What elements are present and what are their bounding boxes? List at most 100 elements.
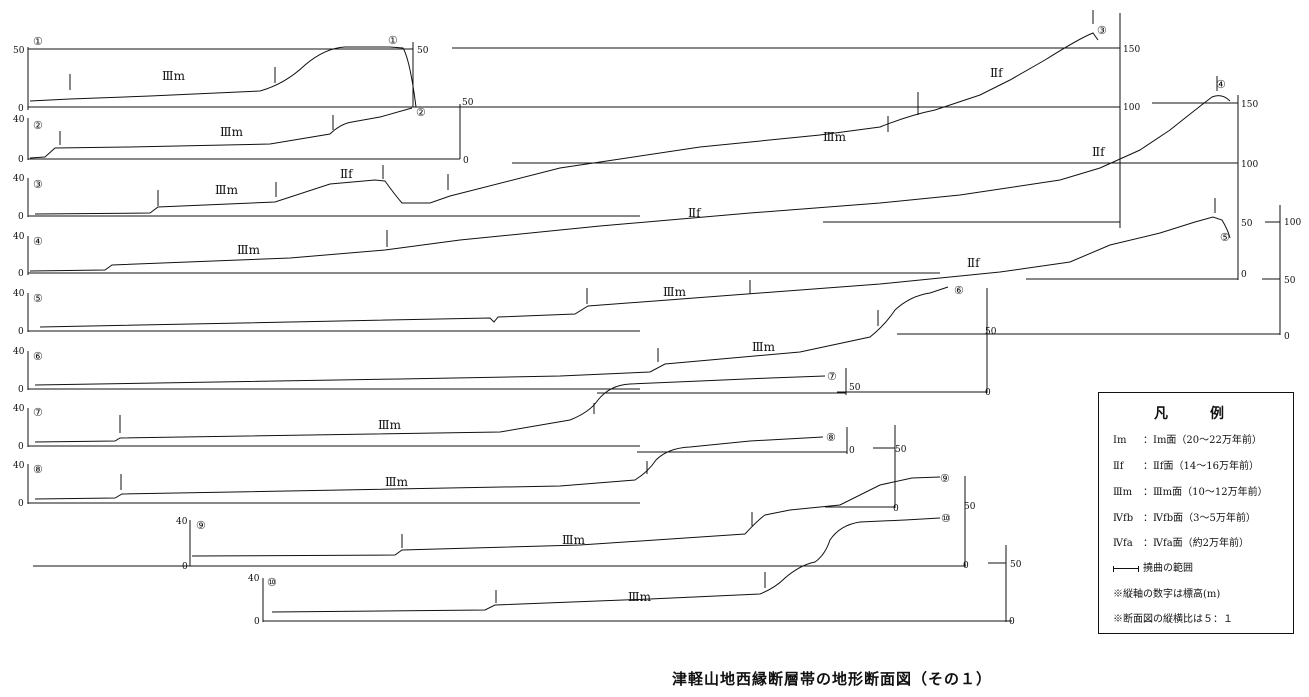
legend-note-axis: ※縦軸の数字は標高(m) <box>1113 589 1221 600</box>
legend-item-1m: Ⅰm ：Ⅰm面（20～22万年前） <box>1113 431 1262 446</box>
profile-9-marker-right: ⑨ <box>940 472 950 485</box>
profile-1-marker-left: ① <box>33 35 43 48</box>
profile-10-axis-zero: 0 <box>254 617 260 627</box>
profile-3-surface-label-2: Ⅱf <box>340 167 354 181</box>
profile-6 <box>27 286 988 393</box>
profile-3-axis-right-100: 100 <box>1123 103 1140 113</box>
profile-3-terrain <box>34 32 1099 215</box>
profile-5-marker-right: ⑤ <box>1220 231 1230 244</box>
profile-6-marker-right: ⑥ <box>954 284 964 297</box>
profile-4-axis-right-150: 150 <box>1241 100 1258 110</box>
profile-10-marker-left: ⑩ <box>267 576 277 589</box>
legend-item-3m: Ⅲm ：Ⅲm面（10～12万年前） <box>1113 483 1268 498</box>
profile-5-terrain <box>39 216 1231 328</box>
profile-7-axis-right-0: 0 <box>849 446 855 456</box>
profile-2-axis-top: 40 <box>13 115 25 125</box>
profile-6-axis-right-0: 0 <box>985 388 991 398</box>
profile-2-axis-right-zero: 0 <box>463 156 469 166</box>
legend-box: 凡 例 Ⅰm ：Ⅰm面（20～22万年前） Ⅱf：Ⅱf面（14～16万年前） Ⅲm… <box>1098 392 1294 634</box>
flexure-range-icon <box>1113 565 1139 572</box>
profile-3-axis-top: 40 <box>13 174 25 184</box>
profile-1 <box>27 42 1120 110</box>
profile-5-axis-zero: 0 <box>18 327 24 337</box>
profile-2-terrain <box>29 107 413 159</box>
legend-key: Ⅳfa <box>1113 538 1133 549</box>
profile-2-surface-label: Ⅲm <box>220 125 244 139</box>
profile-2-axis-right: 50 <box>462 98 474 108</box>
profile-5-axis-top: 40 <box>13 289 25 299</box>
profile-7 <box>27 368 847 447</box>
legend-item-4fb: Ⅳfb ：Ⅳfb面（3～5万年前） <box>1113 509 1256 524</box>
profile-8-marker-right: ⑧ <box>826 431 836 444</box>
profile-8-surface-label: Ⅲm <box>385 475 409 489</box>
profile-7-axis-zero: 0 <box>18 442 24 452</box>
profile-2-axis-zero: 0 <box>18 155 24 165</box>
legend-flexure-label: 撓曲の範囲 <box>1143 563 1193 574</box>
profile-4-surface-label-1: Ⅲm <box>237 243 261 257</box>
profile-3-marker-right: ③ <box>1097 24 1107 37</box>
legend-desc: ：Ⅳfb面（3～5万年前） <box>1143 513 1256 524</box>
profile-1-terrain <box>29 46 417 108</box>
profile-2-marker-left: ② <box>33 119 43 132</box>
profile-10-surface-label: Ⅲm <box>628 590 652 604</box>
legend-item-flexure: 撓曲の範囲 <box>1113 559 1193 574</box>
legend-key: Ⅲm <box>1113 487 1133 498</box>
profile-8-marker-left: ⑧ <box>33 463 43 476</box>
profile-3-surface-label-3: Ⅲm <box>823 130 847 144</box>
legend-title: 凡 例 <box>1154 406 1238 422</box>
profile-5 <box>27 198 1281 335</box>
profile-3-marker-left: ③ <box>33 178 43 191</box>
profile-3-surface-label-1: Ⅲm <box>215 183 239 197</box>
profile-5-marker-left: ⑤ <box>33 292 43 305</box>
profile-7-terrain <box>34 375 826 443</box>
profile-1-axis-right: 50 <box>417 46 429 56</box>
profile-5-axis-right-0: 0 <box>1284 332 1290 342</box>
profile-3-surface-label-4: Ⅱf <box>990 66 1004 80</box>
profile-7-marker-left: ⑦ <box>33 406 43 419</box>
profile-5-axis-right-50: 50 <box>1284 276 1296 286</box>
profile-10-axis-top: 40 <box>248 574 260 584</box>
profile-6-surface-label: Ⅲm <box>752 340 776 354</box>
profile-5-surface-label-1: Ⅲm <box>663 285 687 299</box>
legend-desc: ：Ⅲm面（10～12万年前） <box>1143 487 1268 498</box>
legend-note-ratio: ※断面図の縦横比は５：１ <box>1113 614 1233 625</box>
legend-desc: ：Ⅰm面（20～22万年前） <box>1143 435 1262 446</box>
profile-9-axis-top: 40 <box>176 517 188 527</box>
profile-3-surface-label-5: Ⅱf <box>688 206 702 220</box>
profile-9-axis-right-0: 0 <box>963 561 969 571</box>
profile-8-axis-right-50: 50 <box>895 445 907 455</box>
profile-8 <box>27 427 848 504</box>
legend-desc: ：Ⅳfa面（約2万年前） <box>1143 538 1250 549</box>
figure-caption: 津軽山地西縁断層帯の地形断面図（その１） <box>672 670 993 688</box>
profile-10-axis-right-50: 50 <box>1010 560 1022 570</box>
profile-4-axis-right-50: 50 <box>1241 219 1253 229</box>
profile-3-axis-zero: 0 <box>18 212 24 222</box>
profile-8-axis-top: 40 <box>13 461 25 471</box>
profile-7-marker-right: ⑦ <box>827 370 837 383</box>
legend-item-4fa: Ⅳfa ：Ⅳfa面（約2万年前） <box>1113 534 1249 549</box>
profile-4-marker-left: ④ <box>33 235 43 248</box>
profile-1-surface-label: Ⅲm <box>162 69 186 83</box>
profile-8-axis-zero: 0 <box>18 499 24 509</box>
profile-1-axis-top: 50 <box>13 46 25 56</box>
profile-2-marker-right: ② <box>416 106 426 119</box>
legend-key: Ⅳfb <box>1113 513 1134 524</box>
profile-4-marker-right: ④ <box>1216 78 1226 91</box>
profile-9-marker-left: ⑨ <box>196 519 206 532</box>
profile-9-axis-zero: 0 <box>182 562 188 572</box>
profile-7-axis-top: 40 <box>13 404 25 414</box>
profile-10-terrain <box>271 517 941 613</box>
profile-7-axis-right-50: 50 <box>849 383 861 393</box>
profile-4 <box>27 76 1239 280</box>
profile-1-axis-zero: 0 <box>18 104 24 114</box>
legend-item-2f: Ⅱf：Ⅱf面（14～16万年前） <box>1113 457 1259 472</box>
profile-10-axis-right-0: 0 <box>1009 617 1015 627</box>
legend-key: Ⅰm <box>1113 435 1127 446</box>
profile-4-axis-top: 40 <box>13 232 25 242</box>
profile-5-surface-label-2: Ⅱf <box>967 256 981 270</box>
profile-2 <box>27 104 461 160</box>
profile-7-surface-label: Ⅲm <box>378 418 402 432</box>
profile-8-axis-right-0: 0 <box>893 504 899 514</box>
profile-4-terrain <box>29 95 1231 272</box>
